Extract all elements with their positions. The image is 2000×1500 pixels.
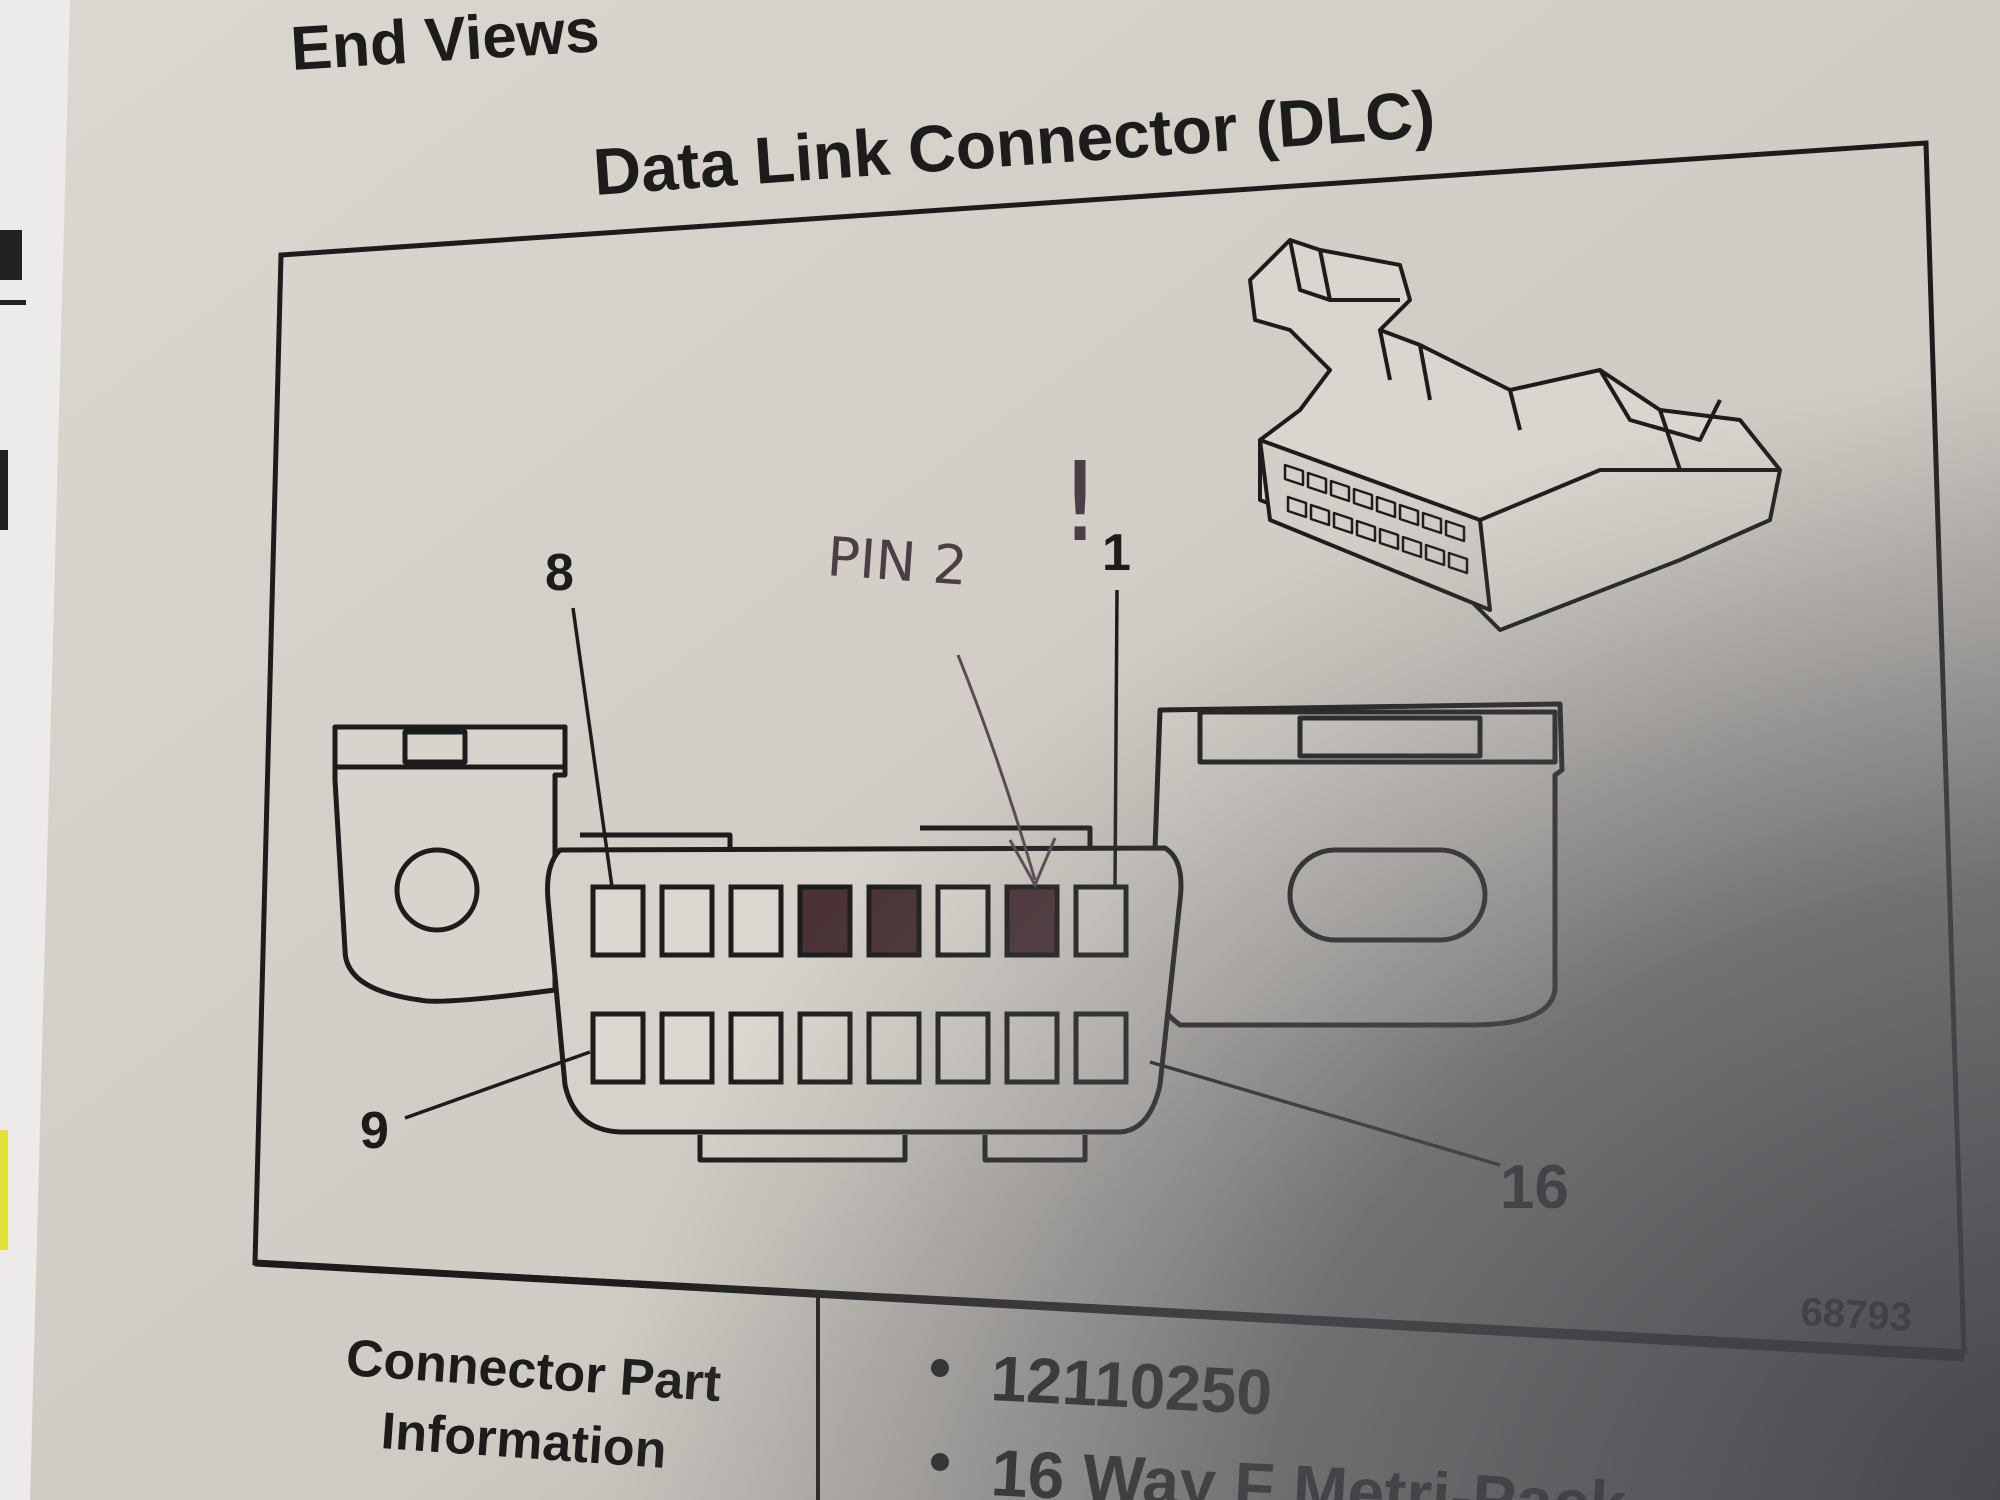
page-edge-mark — [0, 300, 26, 305]
handwritten-pin-note: PIN 2 — [825, 525, 969, 598]
page-edge-mark — [0, 230, 22, 280]
pin-cavity-4 — [866, 884, 922, 958]
part-number: 12110250 — [989, 1342, 1274, 1429]
pin-label-1: 1 — [1102, 524, 1131, 582]
pin-cavity-13 — [866, 1011, 922, 1085]
pin-cavity-8 — [590, 884, 646, 958]
pin-cavity-7 — [659, 884, 715, 958]
right-mounting-ear — [1147, 701, 1565, 1028]
bullet-icon — [931, 1453, 949, 1471]
pin-label-8: 8 — [545, 544, 574, 602]
pin-cavity-14 — [935, 1011, 991, 1085]
figure-number: 68793 — [1800, 1290, 1913, 1340]
bullet-icon — [931, 1359, 949, 1377]
pin-cavity-2 — [1004, 884, 1060, 958]
pin-cavity-3 — [935, 884, 991, 958]
pin-cavity-10 — [659, 1011, 715, 1085]
pin-cavity-9 — [590, 1011, 646, 1085]
pin-cavity-5 — [797, 884, 853, 958]
pin-cavity-11 — [728, 1011, 784, 1085]
pin-cavity-1 — [1073, 884, 1129, 958]
pin-cavity-15 — [1004, 1011, 1060, 1085]
handwritten-exclamation: ! — [1058, 438, 1102, 566]
pin-label-9: 9 — [360, 1102, 389, 1160]
page-edge-mark — [0, 450, 8, 530]
pin-cavity-6 — [728, 884, 784, 958]
pin-cavity-12 — [797, 1011, 853, 1085]
pin-label-16: 16 — [1500, 1153, 1569, 1222]
page-edge-mark — [0, 1130, 8, 1250]
pin-cavity-16 — [1073, 1011, 1129, 1085]
